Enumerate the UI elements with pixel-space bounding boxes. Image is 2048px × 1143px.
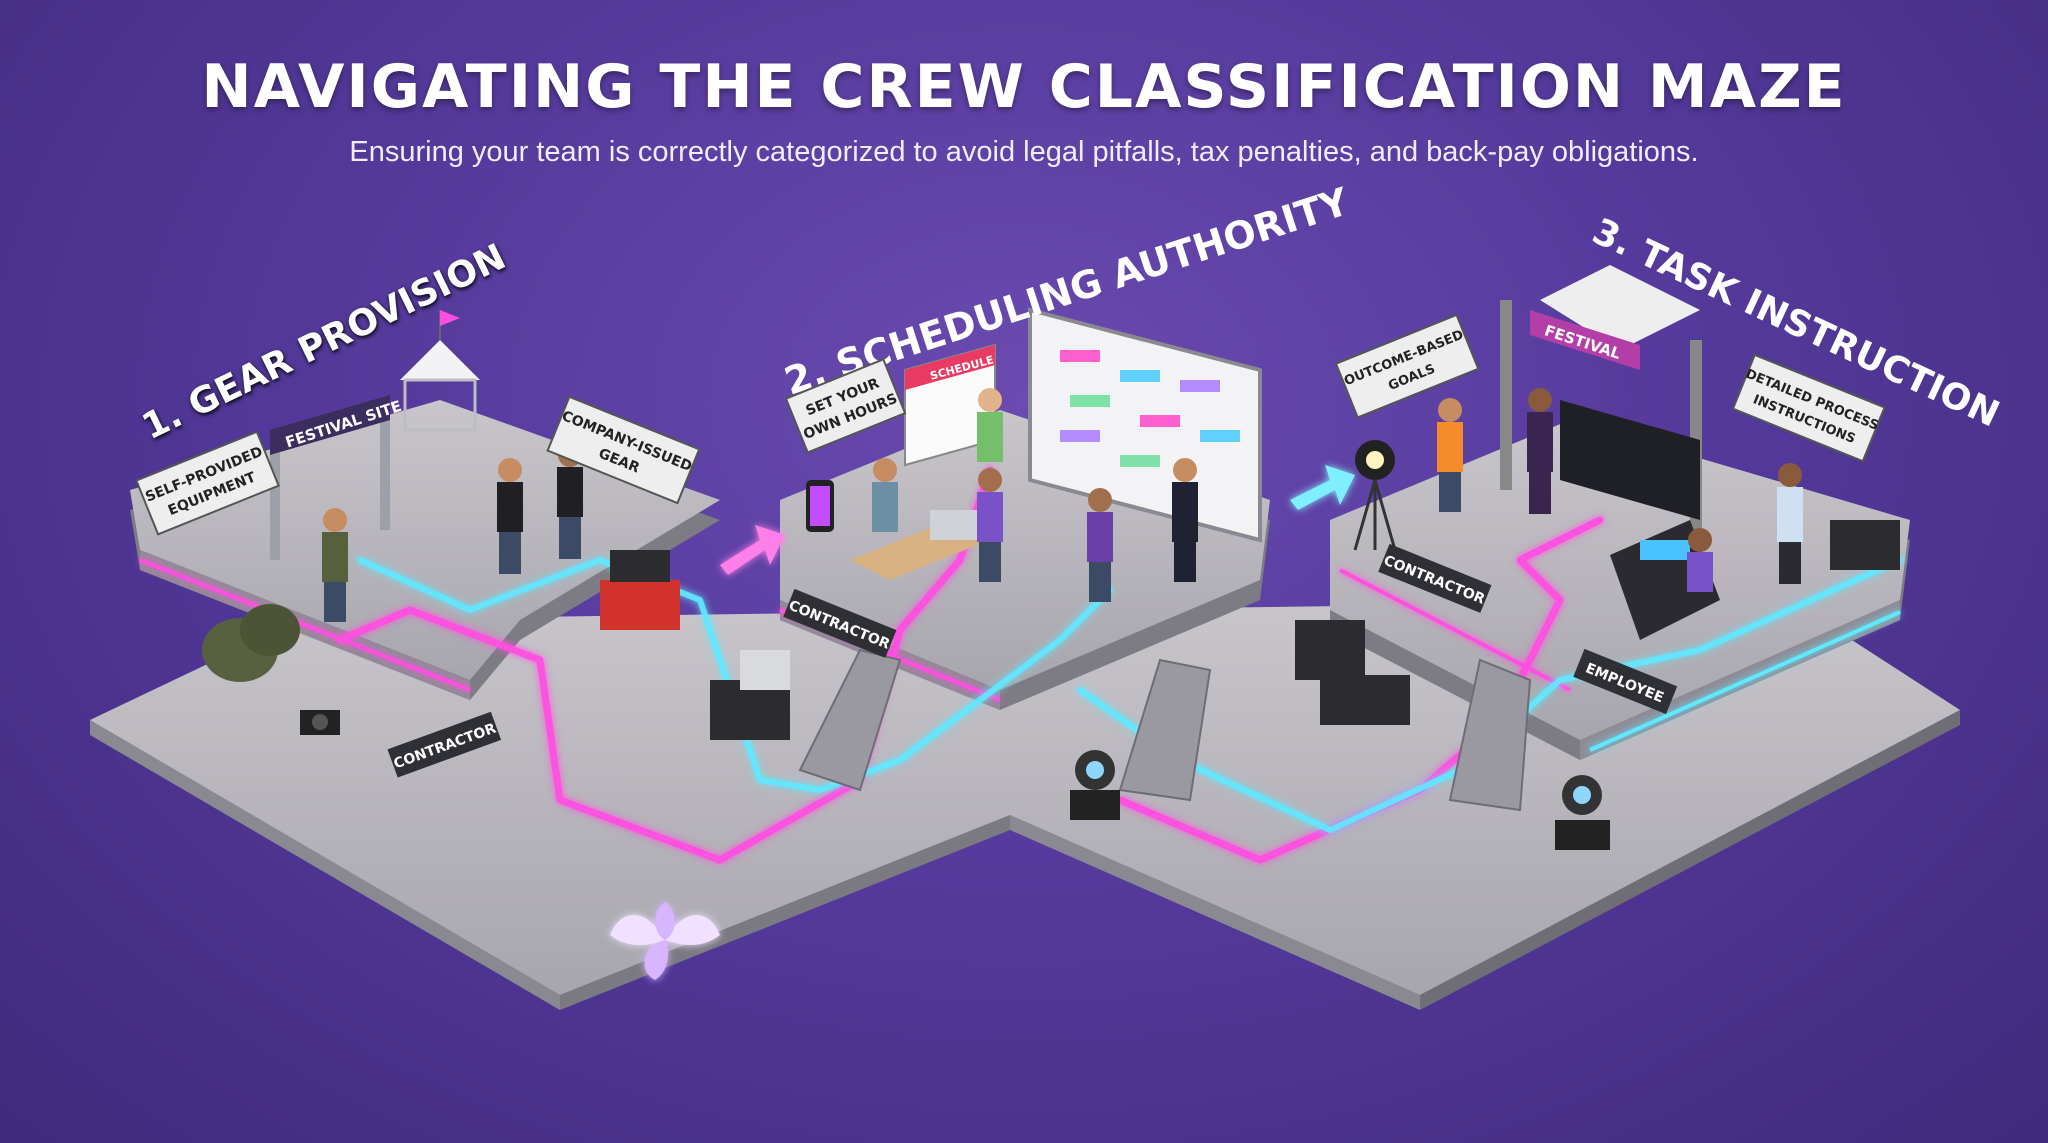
stage (1500, 265, 1702, 540)
crew-figure (977, 468, 1003, 582)
manager-figure (1777, 463, 1803, 584)
crew-figure (1437, 398, 1463, 512)
page-subtitle: Ensuring your team is correctly categori… (349, 136, 1699, 168)
crew-figure (872, 458, 898, 532)
brand-logo (610, 902, 720, 980)
toolbox-icon (600, 550, 680, 630)
road-case-icon (710, 650, 790, 740)
road-case-icon (1295, 520, 1900, 725)
camera-icon (300, 710, 340, 735)
arrow-right-icon (720, 465, 1355, 575)
calendar-icon (904, 343, 996, 467)
manager-figure (1172, 458, 1198, 582)
moving-head-light-icon (1070, 750, 1120, 820)
mixing-console-icon (1610, 520, 1720, 640)
tent-icon (400, 310, 480, 432)
crew-figure (977, 388, 1003, 462)
sign-set-your-own-hours: SET YOUR OWN HOURS (784, 358, 907, 454)
crew-figure (1687, 528, 1713, 592)
crew-figure (497, 458, 523, 574)
stairs (798, 648, 1532, 812)
phone-icon (806, 480, 834, 532)
crew-figure (557, 443, 583, 559)
page-title: NAVIGATING THE CREW CLASSIFICATION MAZE (201, 52, 1847, 122)
festival-gate (270, 395, 390, 560)
spotlight-icon (1353, 440, 1397, 551)
manager-figure (1527, 388, 1553, 514)
crew-figure (1087, 488, 1113, 602)
moving-head-light-icon (1555, 775, 1610, 850)
crew-figure (322, 508, 348, 622)
schedule-board (1028, 307, 1262, 543)
backpacks (202, 604, 300, 682)
desk (850, 510, 990, 580)
